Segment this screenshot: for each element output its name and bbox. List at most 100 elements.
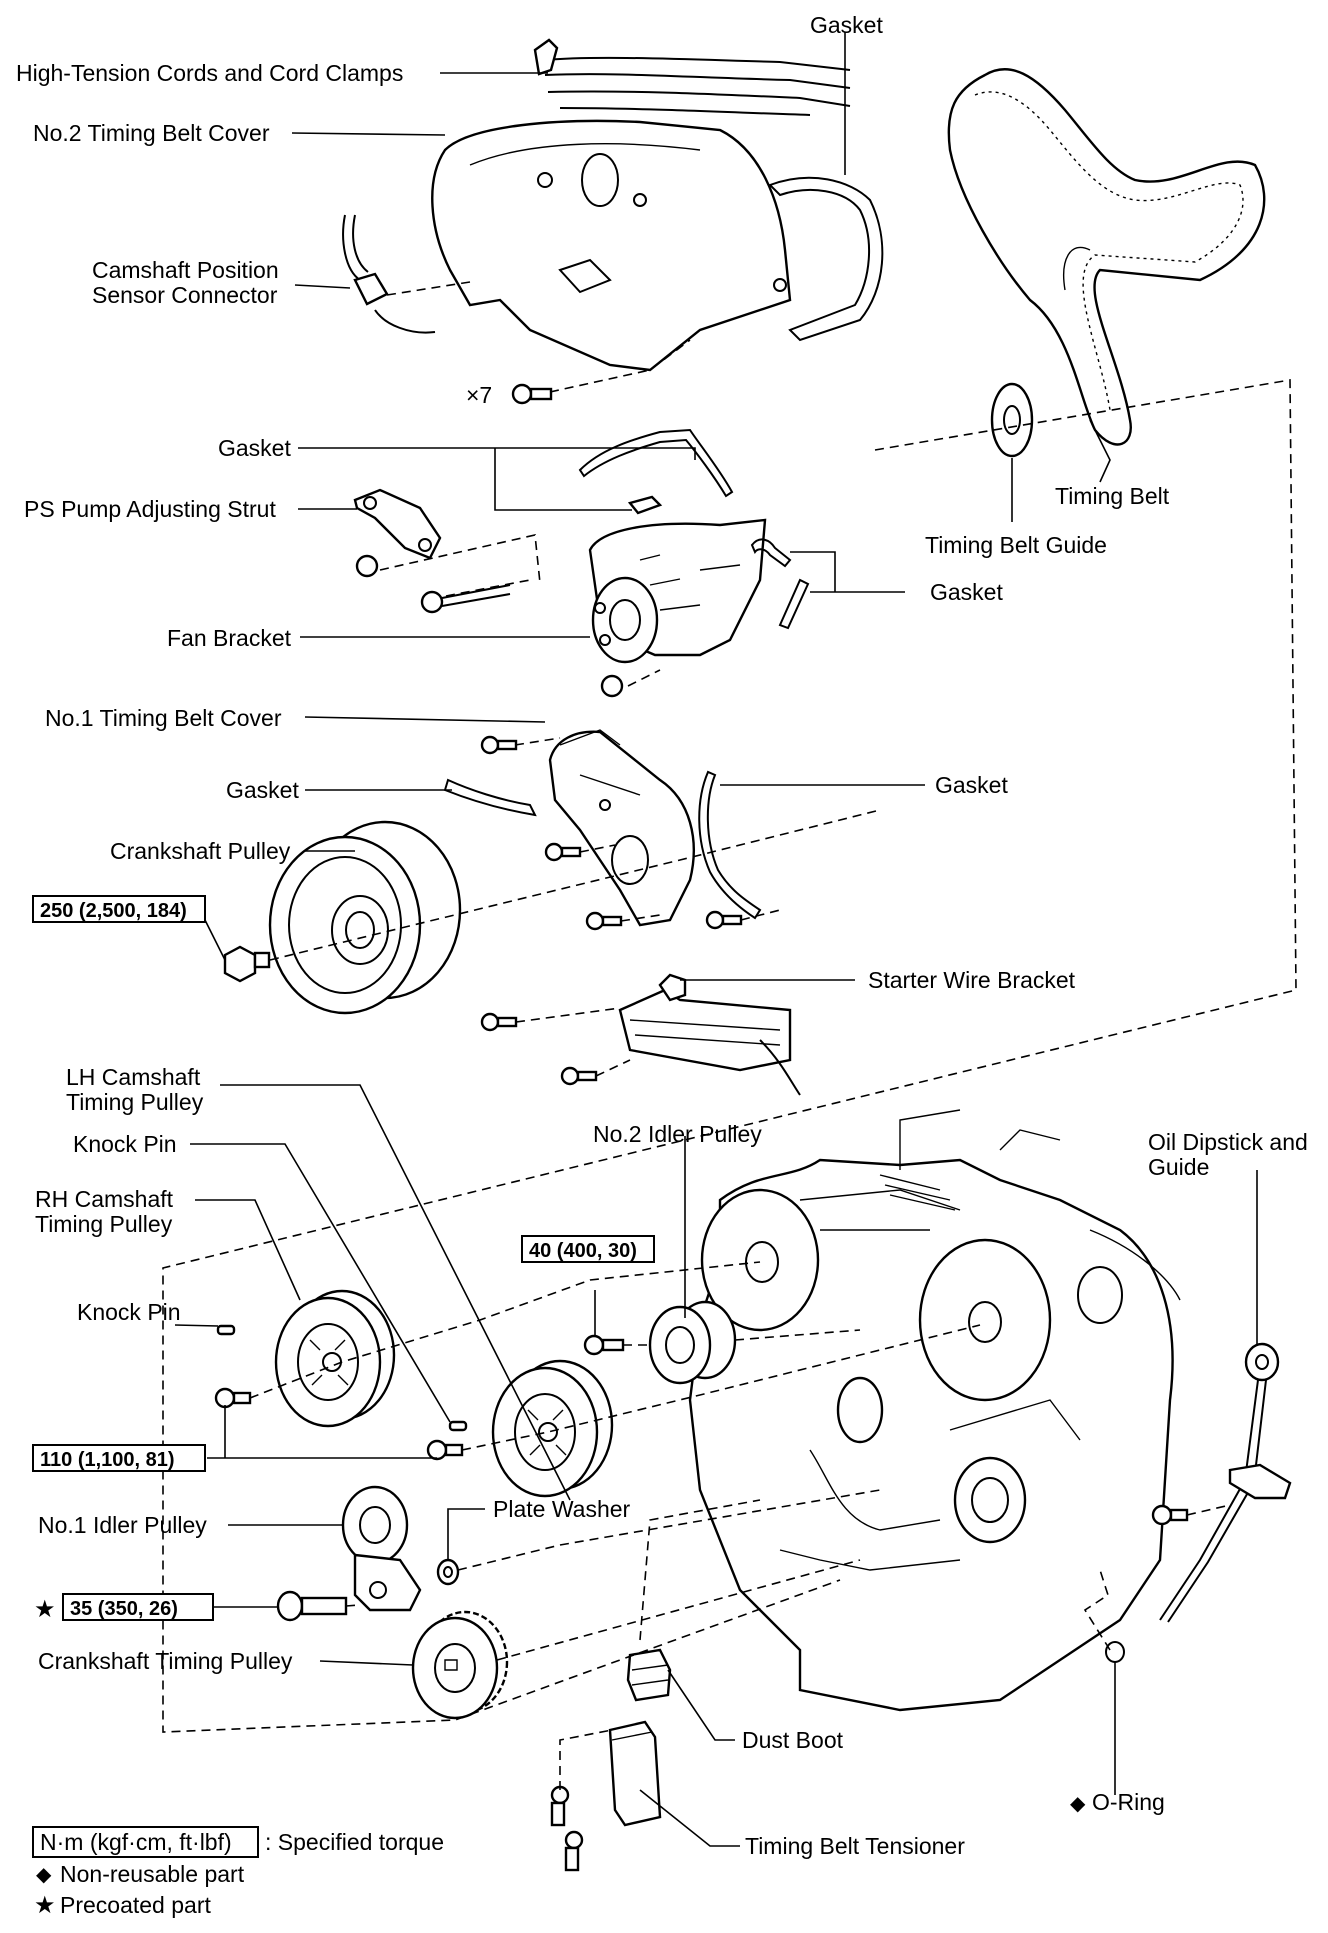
torque-idler1: 35 (350, 26) [70,1598,178,1620]
idler1-bolt-part [276,1590,348,1622]
label-timing-belt: Timing Belt [1055,483,1170,509]
dipstick-bolt-part [1151,1504,1189,1526]
legend: N·m (kgf·cm, ft·lbf) : Specified torque … [32,1826,444,1919]
legend-star-icon: ★ [34,1892,56,1919]
legend-non-reusable: Non-reusable part [60,1861,245,1887]
label-dust-boot: Dust Boot [742,1727,844,1753]
cam-bolts-part [214,1387,464,1461]
fan-bracket-bolt-part [420,584,511,614]
legend-diamond-icon: ◆ [36,1864,52,1886]
label-rh-cam-line1: RH Camshaft [35,1186,174,1212]
gasket-right-part-a [750,538,792,568]
gasket-left-strip-part [443,778,537,817]
assembly-line-idler2 [623,1329,861,1346]
legend-torque-desc: : Specified torque [265,1829,444,1855]
torque-box-cam-frame [32,1444,206,1472]
timing-belt-tensioner-part [550,1720,662,1872]
label-rh-cam-line2: Timing Pulley [35,1211,173,1237]
label-o-ring: O-Ring [1092,1789,1165,1815]
label-cam-sensor-line1: Camshaft Position [92,257,279,283]
top-gasket-part [768,176,884,342]
high-tension-cords-part [533,38,851,116]
dust-boot-part [626,1648,672,1702]
label-lh-cam-line2: Timing Pulley [66,1089,204,1115]
no1-timing-belt-cover-part [548,729,695,927]
label-ps-pump-strut: PS Pump Adjusting Strut [24,496,276,522]
label-knock-pin-2: Knock Pin [77,1299,181,1325]
lh-camshaft-pulley-part [491,1359,614,1498]
assembly-line-crank [269,809,881,961]
label-gasket-5: Gasket [935,772,1008,798]
leader-lines [174,32,1258,1847]
label-gasket-3: Gasket [930,579,1003,605]
legend-torque-box-frame [32,1826,259,1858]
fan-bracket-part [588,518,767,698]
timing-belt-guide-part [990,382,1034,458]
ps-strut-part [353,488,442,578]
plate-washer-part [436,1558,460,1586]
label-no1-timing-belt-cover: No.1 Timing Belt Cover [45,705,282,731]
oil-dipstick-part [1159,1342,1292,1623]
assembly-line-cover [549,339,691,393]
label-lh-cam-line1: LH Camshaft [66,1064,201,1090]
crankshaft-timing-pulley-part [411,1610,509,1720]
label-no2-idler-pulley: No.2 Idler Pulley [593,1121,762,1147]
legend-torque-unit: N·m (kgf·cm, ft·lbf) [40,1829,232,1855]
no1-idler-pulley-part [341,1485,422,1612]
idler2-bolt-part [583,1334,625,1356]
starter-wire-bracket-part [618,973,801,1096]
engine-block-part [688,1109,1181,1712]
cam-sensor-connector-part [342,214,436,334]
crankshaft-bolt-part [223,945,271,983]
label-timing-belt-tensioner: Timing Belt Tensioner [745,1833,965,1859]
torque-box-idler2-frame [521,1235,655,1263]
label-starter-wire-bracket: Starter Wire Bracket [868,967,1076,993]
star-symbol-idler1: ★ [34,1596,56,1623]
label-crankshaft-pulley: Crankshaft Pulley [110,838,291,864]
label-crankshaft-timing-pulley: Crankshaft Timing Pulley [38,1648,293,1674]
crankshaft-pulley-part [268,820,462,1015]
gasket-small-part [627,495,663,515]
gasket-right-part-b [778,578,810,630]
assembly-line-no1cover [514,737,781,922]
cover-bolt-part [511,383,553,405]
label-gasket-top: Gasket [810,12,883,38]
torque-crank: 250 (2,500, 184) [40,900,187,922]
o-ring-part [1105,1641,1125,1663]
timing-belt-part [947,68,1266,446]
label-oil-dipstick-line1: Oil Dipstick and [1148,1129,1308,1155]
label-gasket-2: Gasket [218,435,291,461]
assembly-line-fan [379,534,661,687]
no2-timing-belt-cover-part [431,119,792,372]
label-fan-bracket: Fan Bracket [167,625,292,651]
torque-cam: 110 (1,100, 81) [40,1449,175,1471]
assembly-line-idler1 [345,1489,881,1607]
label-x7: ×7 [466,382,492,408]
label-no1-idler-pulley: No.1 Idler Pulley [38,1512,207,1538]
label-timing-belt-guide: Timing Belt Guide [925,532,1107,558]
assembly-line-cams [249,1261,981,1451]
assembly-line-starter [515,1007,631,1077]
assembly-line-main-belt [162,379,1297,1733]
label-oil-dipstick-line2: Guide [1148,1154,1209,1180]
label-no2-timing-belt-cover: No.2 Timing Belt Cover [33,120,270,146]
diamond-symbol-oring: ◆ [1070,1793,1086,1815]
no2-idler-pulley-part [648,1300,737,1385]
label-gasket-4: Gasket [226,777,299,803]
assembly-line-crank-timing [496,1559,861,1661]
rh-camshaft-pulley-part [274,1289,396,1428]
torque-box-idler1-frame [62,1593,214,1621]
label-knock-pin-1: Knock Pin [73,1131,177,1157]
assembly-line-tensioner [559,1499,761,1790]
starter-bracket-bolts-part [480,1012,598,1086]
assembly-line-dipstick [1083,1504,1231,1651]
label-cam-sensor-line2: Sensor Connector [92,282,278,308]
knock-pins-part [216,1324,468,1432]
label-plate-washer: Plate Washer [493,1496,631,1522]
label-high-tension-cords: High-Tension Cords and Cord Clamps [16,60,403,86]
legend-precoated: Precoated part [60,1892,211,1918]
gasket-right-strip-part [698,770,762,920]
gasket-middle-part [578,428,734,498]
